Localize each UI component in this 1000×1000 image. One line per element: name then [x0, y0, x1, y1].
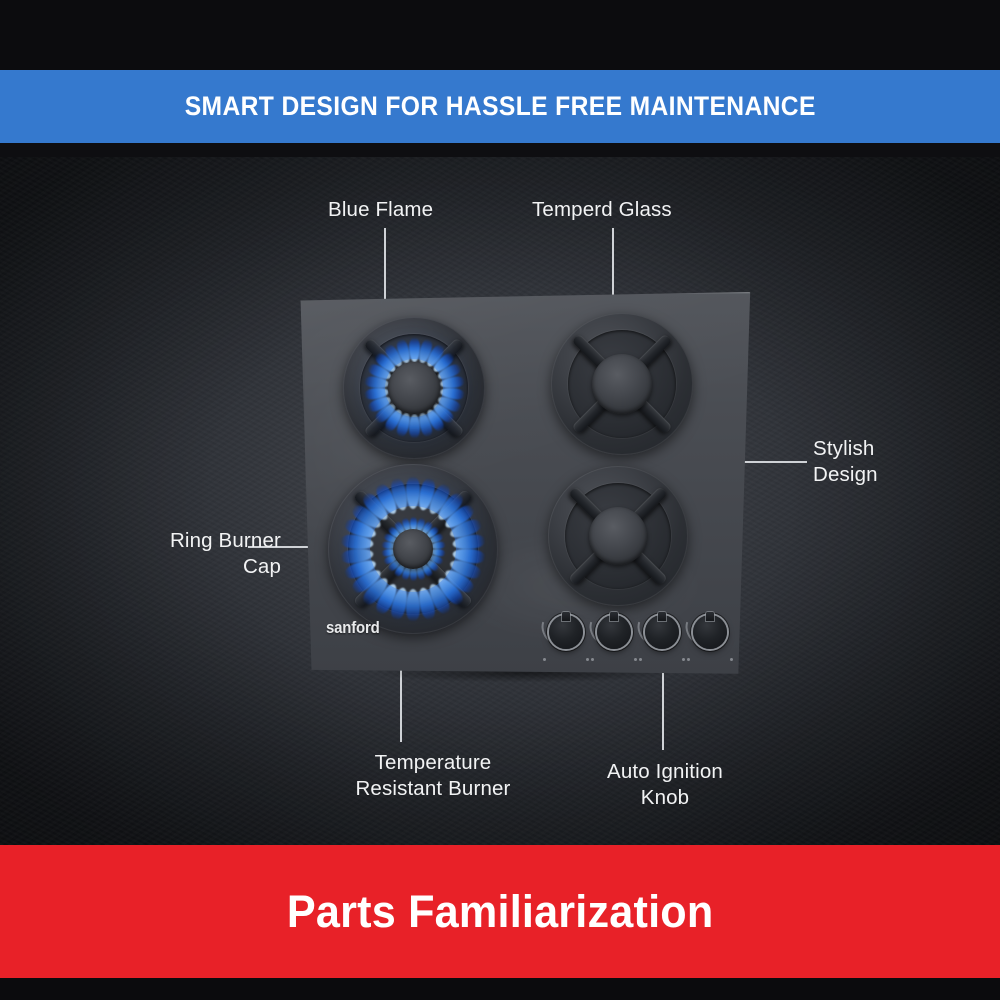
connector-line-auto-ignition-knob: [662, 633, 664, 750]
knob-body[interactable]: [549, 612, 583, 649]
connector-line-blue-flame: [384, 228, 386, 357]
headline-banner: SMART DESIGN FOR HASSLE FREE MAINTENANCE: [0, 70, 1000, 143]
footer-text: Parts Familiarization: [286, 885, 714, 937]
banner-gap-strip: [0, 143, 1000, 157]
burner-top-right[interactable]: [548, 310, 696, 458]
burner-top-left[interactable]: [340, 314, 488, 462]
callout-label-auto-ignition-knob: Auto Ignition Knob: [607, 760, 723, 810]
knob-indicator: [610, 612, 618, 621]
burner-cap: [592, 354, 652, 414]
knob-body[interactable]: [693, 612, 727, 649]
footer-banner: Parts Familiarization: [0, 845, 1000, 978]
knob-markings: [543, 655, 589, 664]
callout-label-temperd-glass: Temperd Glass: [532, 198, 672, 221]
knob-markings: [687, 655, 733, 664]
headline-text: SMART DESIGN FOR HASSLE FREE MAINTENANCE: [184, 91, 816, 121]
bottom-border-strip: [0, 978, 1000, 1000]
top-border-strip: [0, 0, 1000, 70]
gas-cooktop: sanford: [296, 292, 752, 676]
knob-indicator: [706, 612, 714, 621]
burner-cap: [589, 507, 647, 565]
ring-burner-cap: [393, 529, 433, 569]
knob-markings: [591, 655, 637, 664]
burner-cap: [388, 362, 440, 414]
burner-bottom-right[interactable]: [544, 462, 692, 610]
knob-1[interactable]: [537, 610, 589, 661]
burner-bottom-left[interactable]: [324, 460, 502, 638]
callout-label-ring-burner-cap: Ring Burner Cap: [169, 529, 281, 579]
callout-label-stylish-design: Stylish Design: [813, 437, 878, 487]
connector-line-stylish-design: [727, 461, 807, 463]
callout-label-temperature-resistant-burner: Temperature Resistant Burner: [355, 751, 511, 801]
knob-markings: [639, 655, 685, 664]
callout-label-blue-flame: Blue Flame: [328, 198, 434, 221]
knob-4[interactable]: [681, 610, 733, 661]
brand-logo: sanford: [326, 618, 380, 637]
knob-3[interactable]: [633, 610, 685, 661]
connector-line-temperd-glass: [612, 228, 614, 295]
knob-indicator: [658, 612, 666, 621]
knob-2[interactable]: [585, 610, 637, 661]
knob-indicator: [562, 612, 570, 621]
knob-body[interactable]: [645, 612, 679, 649]
knob-body[interactable]: [597, 612, 631, 649]
